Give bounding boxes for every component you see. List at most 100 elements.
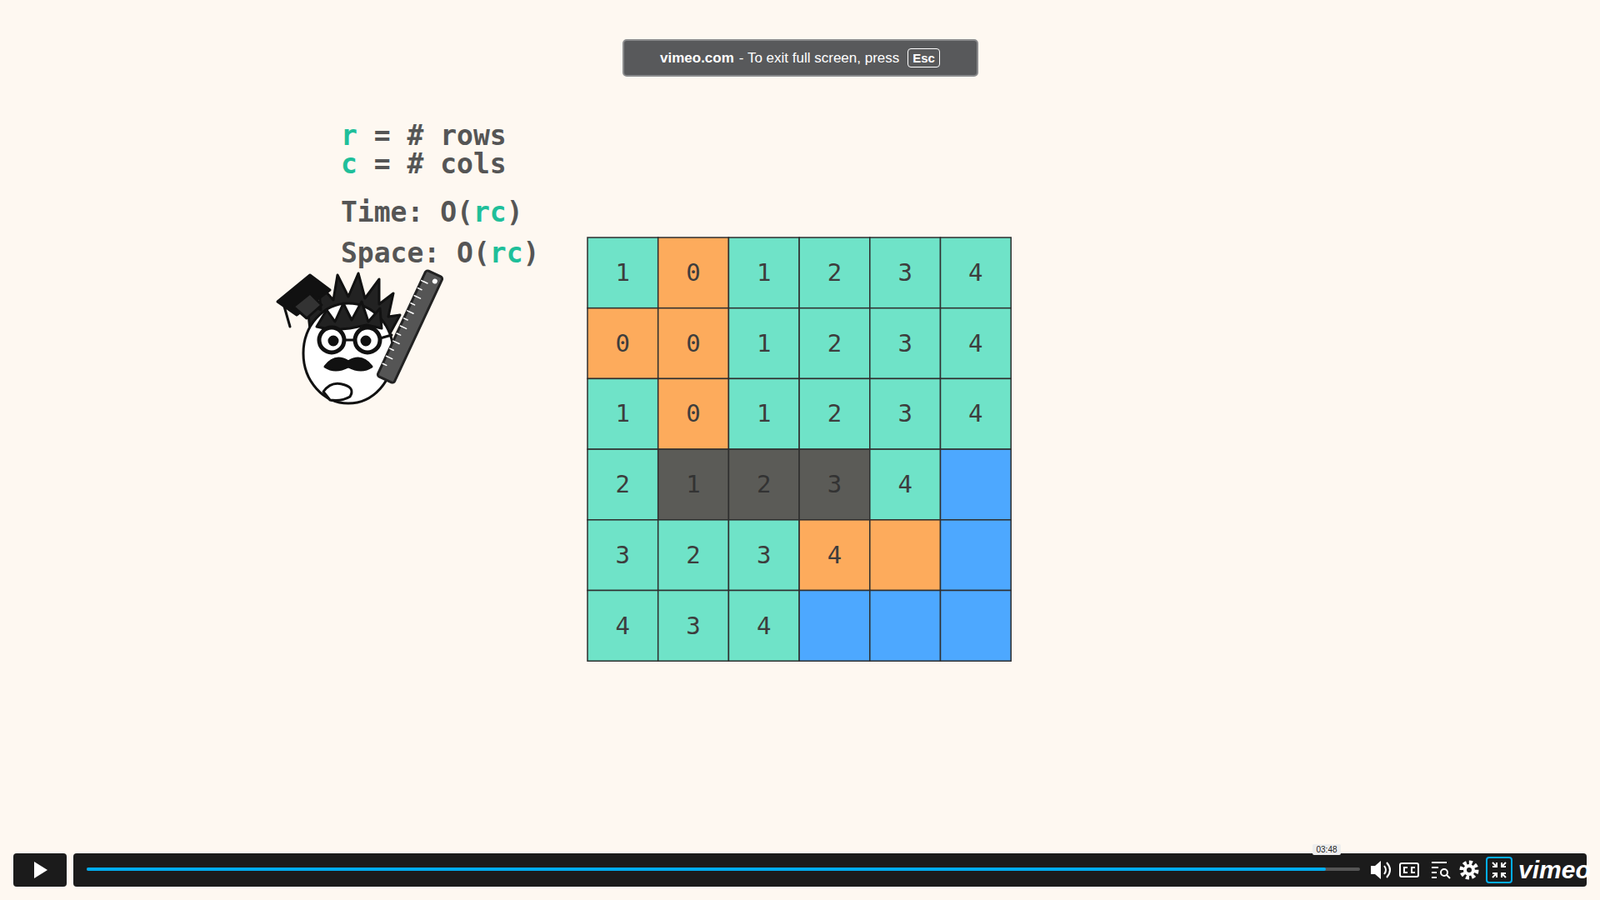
cell-value: 0 [587, 308, 659, 380]
cc-frame [1400, 863, 1419, 877]
grid-cell [587, 308, 659, 380]
grid-cell [799, 590, 870, 662]
grid-cell [658, 237, 730, 309]
variable: rc [473, 195, 507, 230]
cell-value: 0 [658, 308, 730, 380]
progress-track [86, 867, 1360, 871]
grid-cell [728, 378, 800, 450]
box-text: vimeo.com [660, 50, 735, 67]
formula-text: ) [523, 236, 540, 270]
progress-played [86, 867, 1326, 871]
grid-cell [658, 308, 730, 380]
box-text: Esc [912, 50, 935, 65]
grid-cell [658, 520, 730, 591]
cell-value: 2 [799, 237, 870, 309]
grid-cell [587, 590, 659, 662]
cell-value: 3 [870, 308, 941, 380]
grid-cell [658, 449, 730, 520]
cell-value: 3 [658, 590, 730, 662]
cell-value: 1 [728, 308, 800, 380]
formula-line: Time: O(rc) [340, 195, 524, 230]
grid-cell [587, 378, 659, 450]
formula-text: ) [506, 195, 524, 230]
cap-tassel [283, 303, 290, 327]
ruler-ticks [382, 280, 428, 367]
magnifier-handle [1446, 875, 1450, 879]
glasses-bridge [344, 339, 355, 342]
grid-cell [940, 378, 1012, 450]
cell-value: 1 [728, 378, 800, 450]
grid-cell [940, 237, 1012, 309]
grid-cell [658, 378, 730, 450]
ruler-body [376, 270, 443, 384]
glasses-left [319, 327, 345, 353]
gear-hole [1466, 867, 1472, 873]
grid-cell [799, 308, 870, 380]
cell-value: 2 [799, 378, 870, 450]
grid [587, 237, 1011, 661]
grid-cell [940, 590, 1012, 662]
cell-value: 4 [587, 590, 659, 662]
grid-cell [587, 449, 659, 520]
cell-value: 2 [658, 520, 730, 591]
brand-logo: vimeo [1518, 855, 1591, 885]
grid-cell [728, 237, 800, 309]
grid-cell [728, 520, 800, 591]
transcript-icon [1431, 862, 1450, 879]
formula-text: Space: O( [340, 236, 490, 270]
ruler [376, 270, 443, 384]
grid-cell [728, 308, 800, 380]
cell-value: 4 [940, 378, 1012, 450]
cell-value: 0 [658, 237, 730, 309]
cell-value: 3 [728, 520, 800, 591]
cell-value: 2 [799, 308, 870, 380]
hand [323, 383, 352, 400]
grid-cell [728, 449, 800, 520]
magnifier [1440, 869, 1448, 876]
cell-value: 1 [587, 378, 659, 450]
grid-cell [940, 520, 1012, 591]
cap-base [293, 293, 322, 319]
corner-arrows [1492, 862, 1506, 878]
formula-line: Space: O(rc) [340, 236, 540, 270]
cell-value: 4 [799, 520, 870, 591]
cell-value: 0 [658, 378, 730, 450]
grid-cell [587, 237, 659, 309]
glasses-right [355, 327, 380, 353]
cc-marks [1404, 867, 1415, 873]
grid-cell [799, 237, 870, 309]
focus-ring [1486, 857, 1512, 883]
cell-value: 4 [940, 308, 1012, 380]
cell-value: 1 [587, 237, 659, 309]
cell-value: 2 [587, 449, 659, 520]
variable: c [340, 147, 358, 181]
settings-icon [1461, 862, 1477, 878]
grid-cell [940, 449, 1012, 520]
grid-cell [799, 520, 870, 591]
professor-cartoon [277, 270, 444, 404]
cell-value: 1 [658, 449, 730, 520]
cell-value: 3 [587, 520, 659, 591]
grid-cell [799, 378, 870, 450]
box-text: - To exit full screen, press [739, 50, 900, 67]
cell-value: 1 [728, 237, 800, 309]
hair-front [316, 301, 382, 330]
exit-fullscreen-icon [1486, 857, 1512, 883]
grid-cell [870, 308, 941, 380]
formula-line: c= # cols [340, 147, 507, 181]
grid-cell [587, 520, 659, 591]
eye [361, 336, 370, 345]
cell-value: 4 [940, 237, 1012, 309]
time-tooltip: 03:48 [1312, 844, 1340, 855]
grid-cell [940, 308, 1012, 380]
glasses-arm [380, 335, 392, 339]
box-text: 03:48 [1315, 845, 1337, 855]
grid-cell [870, 590, 941, 662]
grid-cell [728, 590, 800, 662]
grid-cell [870, 449, 941, 520]
transcript-lines [1431, 862, 1447, 878]
cell-value: 4 [728, 590, 800, 662]
fullscreen-banner: vimeo.com- To exit full screen, press Esc [622, 39, 979, 77]
captions-icon [1400, 863, 1419, 877]
